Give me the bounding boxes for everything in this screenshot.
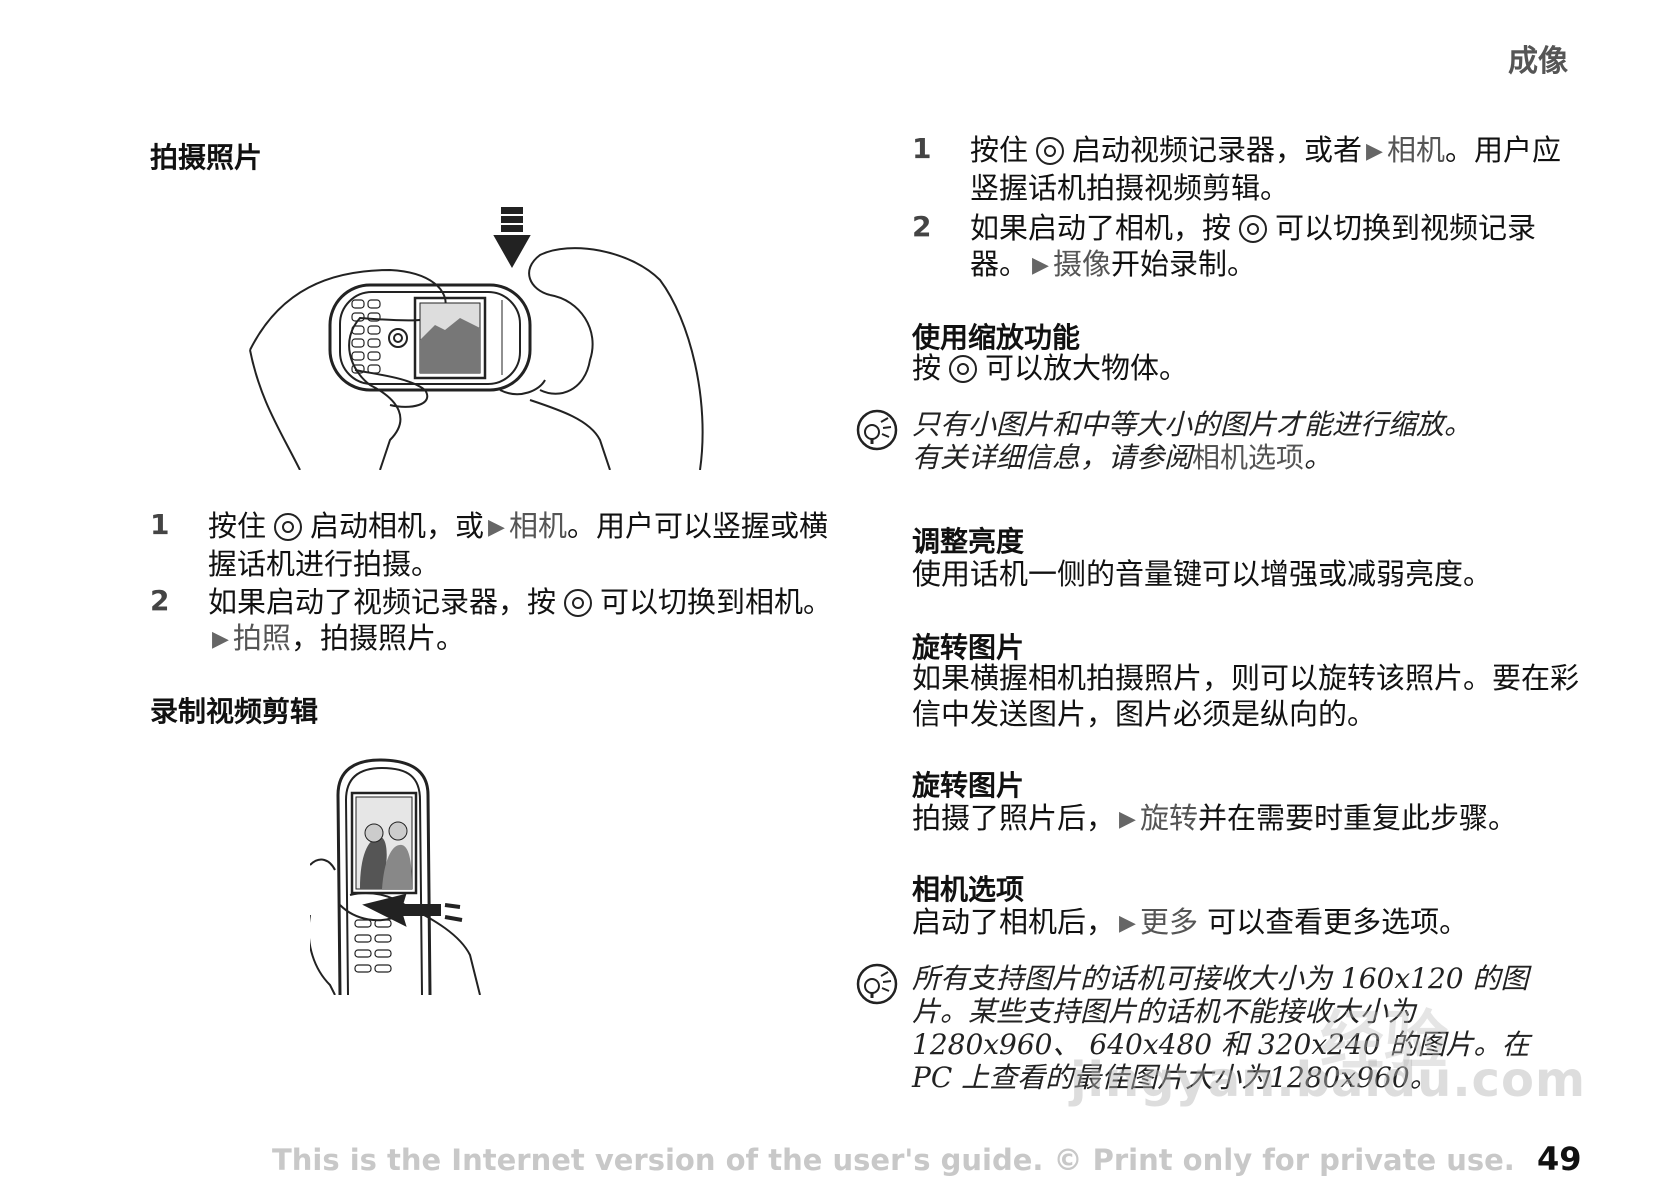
rotate-2-text: 拍摄了照片后，▶旋转并在需要时重复此步骤。 bbox=[912, 800, 1517, 838]
menu-link-rotate: 旋转 bbox=[1139, 801, 1198, 835]
heading-take-photo: 拍摄照片 bbox=[150, 141, 263, 174]
nav-key-icon bbox=[1239, 215, 1268, 243]
heading-brightness: 调整亮度 bbox=[912, 525, 1025, 558]
arrow-right-icon: ▶ bbox=[1032, 253, 1049, 278]
zoom-text-post: 可以放大物体。 bbox=[985, 351, 1189, 385]
step-number: 2 bbox=[150, 584, 170, 617]
step-text: 如果启动了视频记录器，按 bbox=[208, 585, 557, 619]
note-text: 。 bbox=[1304, 441, 1333, 474]
step-text: 。用户应竖握话机拍摄视频剪辑。 bbox=[970, 133, 1561, 205]
camera-key-icon bbox=[1036, 137, 1065, 165]
step-text: 开始录制。 bbox=[1110, 247, 1256, 281]
video-step-1: 1 按住 启动视频记录器，或者▶相机。用户应竖握话机拍摄视频剪辑。 bbox=[912, 132, 1588, 206]
camera-options-text: 启动了相机后，▶更多 可以查看更多选项。 bbox=[912, 904, 1468, 942]
arrow-right-icon: ▶ bbox=[488, 515, 505, 540]
arrow-right-icon: ▶ bbox=[1119, 911, 1136, 936]
photo-step-2: 2 如果启动了视频记录器，按 可以切换到相机。 ▶拍照，拍摄照片。 bbox=[150, 584, 850, 658]
note-line: 有关详细信息，请参阅相机选项。 bbox=[912, 441, 1582, 474]
step-number: 1 bbox=[150, 508, 170, 541]
note-text: 有关详细信息，请参阅 bbox=[912, 441, 1193, 474]
step-number: 1 bbox=[912, 132, 932, 165]
options-text-pre: 启动了相机后， bbox=[912, 905, 1116, 939]
heading-rotate-2: 旋转图片 bbox=[912, 769, 1025, 802]
watermark: jingyan.baidu.com bbox=[1070, 1052, 1586, 1108]
note-picture-sizes: 所有支持图片的话机可接收大小为 160x120 的图片。某些支持图片的话机不能接… bbox=[912, 962, 1530, 1094]
zoom-text: 按 可以放大物体。 bbox=[912, 350, 1188, 386]
arrow-right-icon: ▶ bbox=[1119, 807, 1136, 832]
menu-link-more: 更多 bbox=[1139, 905, 1198, 939]
options-text-post: 可以查看更多选项。 bbox=[1207, 905, 1469, 939]
nav-up-key-icon bbox=[949, 355, 978, 383]
arrow-right-icon: ▶ bbox=[212, 627, 229, 652]
step-text: 。用户可以竖握或横握话机进行拍摄。 bbox=[208, 509, 828, 581]
menu-link-take-picture: 拍照 bbox=[232, 621, 291, 655]
rotate-1-text: 如果横握相机拍摄照片，则可以旋转该照片。要在彩信中发送图片，图片必须是纵向的。 bbox=[912, 661, 1580, 731]
footer-text: This is the Internet version of the user… bbox=[272, 1143, 1515, 1177]
tip-icon bbox=[856, 963, 898, 1005]
menu-link-camera: 相机 bbox=[508, 509, 567, 543]
heading-record-video: 录制视频剪辑 bbox=[150, 695, 319, 728]
step-number: 2 bbox=[912, 210, 932, 243]
arrow-right-icon: ▶ bbox=[1366, 139, 1383, 164]
page-number: 49 bbox=[1537, 1140, 1582, 1178]
zoom-text-pre: 按 bbox=[912, 351, 942, 385]
watermark-cn: 经验 bbox=[1320, 1005, 1448, 1079]
menu-link-camera: 相机 bbox=[1386, 133, 1445, 167]
step-text: 启动视频记录器，或者 bbox=[1072, 133, 1363, 167]
nav-key-icon bbox=[564, 589, 593, 617]
menu-link-record: 摄像 bbox=[1052, 247, 1111, 281]
step-text: 可以切换到相机。 bbox=[600, 585, 833, 619]
tip-icon bbox=[856, 409, 898, 451]
heading-rotate-1: 旋转图片 bbox=[912, 631, 1025, 664]
step-text: 按住 bbox=[208, 509, 267, 543]
note-line: 只有小图片和中等大小的图片才能进行缩放。 bbox=[912, 408, 1473, 441]
video-step-2: 2 如果启动了相机，按可以切换到视频记录器。▶摄像开始录制。 bbox=[912, 210, 1588, 284]
step-text: 按住 bbox=[970, 133, 1029, 167]
step-text: 如果启动了相机，按 bbox=[970, 211, 1232, 245]
link-camera-options: 相机选项 bbox=[1192, 441, 1305, 474]
camera-key-icon bbox=[274, 513, 303, 541]
step-text: 启动相机，或 bbox=[310, 509, 485, 543]
section-header: 成像 bbox=[1508, 44, 1568, 79]
step-text: 可以切换到视频记录器。 bbox=[970, 211, 1537, 281]
rotate-text-post: 并在需要时重复此步骤。 bbox=[1197, 801, 1517, 835]
heading-zoom: 使用缩放功能 bbox=[912, 321, 1081, 354]
illustration-phone-vertical bbox=[310, 758, 481, 995]
step-text: ，拍摄照片。 bbox=[290, 621, 465, 655]
heading-camera-options: 相机选项 bbox=[912, 873, 1025, 906]
illustration-hands-holding-phone bbox=[249, 207, 704, 470]
rotate-text-pre: 拍摄了照片后， bbox=[912, 801, 1116, 835]
brightness-text: 使用话机一侧的音量键可以增强或减弱亮度。 bbox=[912, 557, 1493, 591]
note-zoom: 只有小图片和中等大小的图片才能进行缩放。 有关详细信息，请参阅相机选项。 bbox=[912, 408, 1582, 474]
photo-step-1: 1 按住 启动相机，或▶相机。用户可以竖握或横握话机进行拍摄。 bbox=[150, 508, 850, 582]
